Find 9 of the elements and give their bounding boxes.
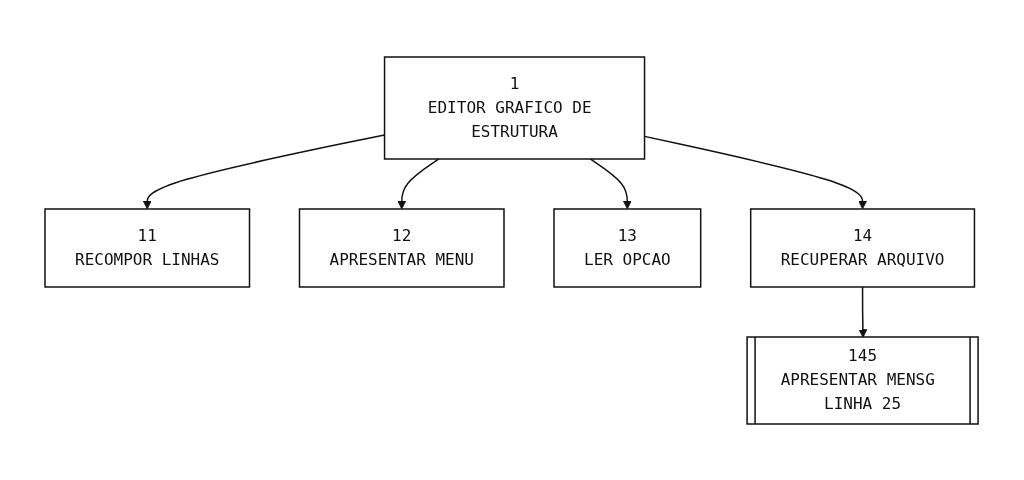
node-box: 1 EDITOR GRAFICO DE ESTRUTURA: [384, 55, 646, 160]
node-box: 14 RECUPERAR ARQUIVO: [750, 207, 976, 288]
node-box: 11 RECOMPOR LINHAS: [44, 207, 251, 288]
node-box: 12 APRESENTAR MENU: [299, 207, 506, 288]
arrow: [589, 157, 633, 209]
arrow: [644, 135, 868, 209]
arrow: [143, 133, 386, 209]
node-box: 13 LER OPCAO: [553, 207, 702, 288]
arrow: [397, 157, 441, 209]
